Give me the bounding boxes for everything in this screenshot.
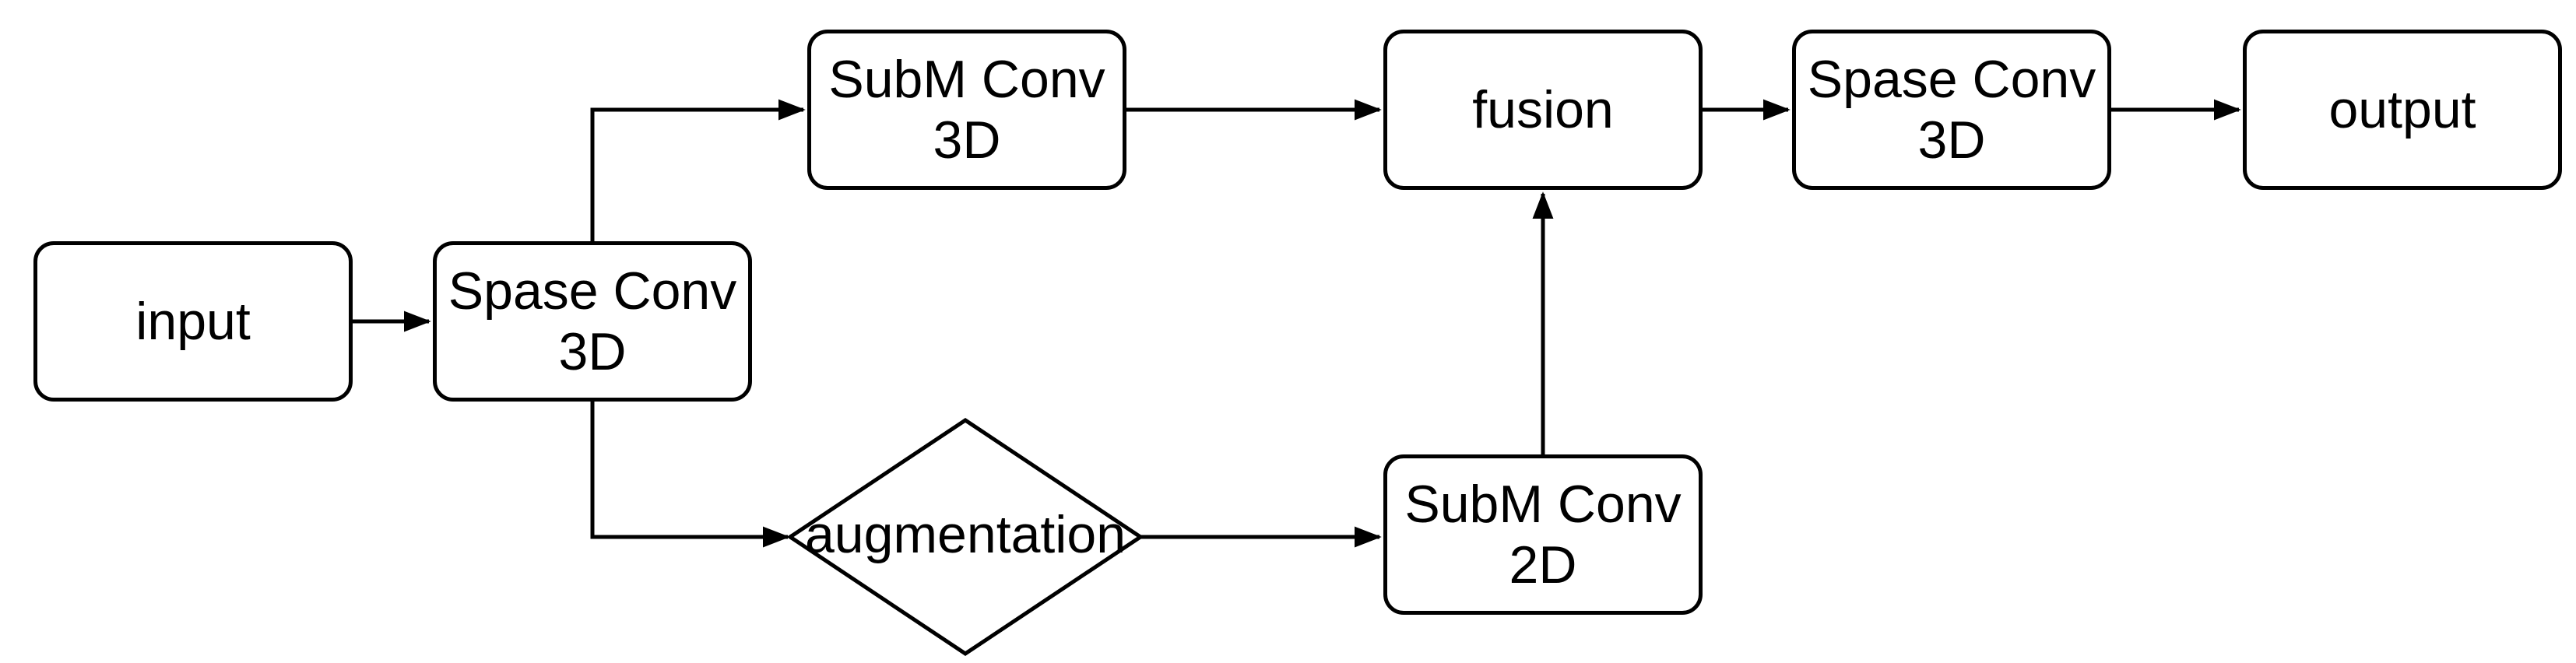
edge-spase-conv-3d-to-subm-conv-3d <box>590 99 806 241</box>
node-input: input <box>33 241 353 402</box>
node-spase-conv-3d-main-label: Spase Conv 3D <box>448 261 737 381</box>
node-fusion-label: fusion <box>1472 79 1614 139</box>
node-subm-conv-3d-label: SubM Conv 3D <box>828 49 1105 170</box>
node-input-label: input <box>135 291 251 351</box>
edge-spase-conv-3d-to-augmentation <box>590 402 790 548</box>
node-augmentation-shape <box>786 417 1144 657</box>
node-spase-conv-3d-out-label: Spase Conv 3D <box>1807 49 2096 170</box>
node-subm-conv-3d: SubM Conv 3D <box>807 30 1126 190</box>
node-fusion: fusion <box>1383 30 1703 190</box>
node-spase-conv-3d-main: Spase Conv 3D <box>433 241 752 402</box>
node-output: output <box>2243 30 2562 190</box>
node-subm-conv-2d: SubM Conv 2D <box>1383 454 1703 615</box>
node-output-label: output <box>2328 79 2476 139</box>
node-augmentation-label: augmentation <box>804 504 1126 564</box>
node-spase-conv-3d-out: Spase Conv 3D <box>1792 30 2111 190</box>
node-subm-conv-2d-label: SubM Conv 2D <box>1404 474 1682 595</box>
